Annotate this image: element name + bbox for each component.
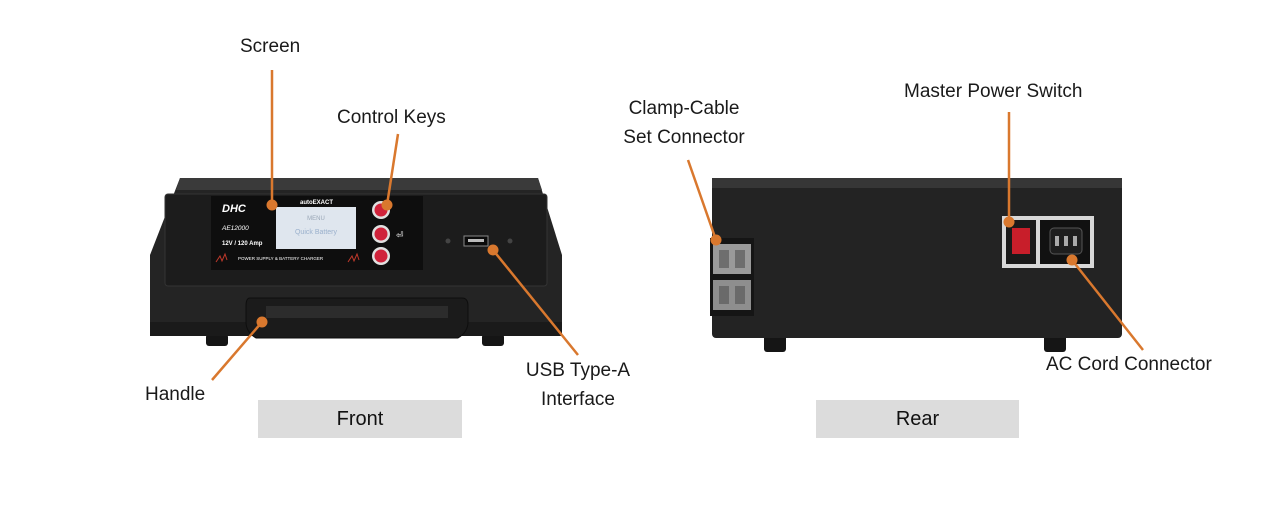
clamp-label-line-1: Clamp-Cable [628, 98, 740, 119]
front-foot-left [206, 334, 228, 346]
front-caption: Front [258, 400, 462, 438]
ac-cord-label: AC Cord Connector [1046, 354, 1212, 375]
callout-lines [211, 70, 1144, 381]
down-key [374, 249, 388, 263]
handle-callout-dot [256, 316, 268, 328]
usb-label-line-2: Interface [541, 389, 615, 410]
control-keys-callout-dot [381, 199, 393, 211]
screen-label: Screen [240, 36, 301, 57]
master-switch-label: Master Power Switch [904, 81, 1083, 102]
control-keys-callout-line [385, 133, 400, 206]
screen-callout-dot [266, 199, 278, 211]
screw-icon [507, 238, 513, 244]
clamp-callout-dot [710, 234, 722, 246]
usb-label-line-1: USB Type-A [525, 360, 631, 381]
rear-view [710, 178, 1122, 352]
lcd-screen [276, 207, 356, 249]
lcd-line-2: Quick Battery [295, 229, 338, 236]
enter-key [374, 227, 388, 241]
rating-text: 12V / 120 Amp [222, 241, 263, 247]
product-line-text: POWER SUPPLY & BATTERY CHARGER [238, 256, 324, 261]
ac-cord-callout-line [1071, 259, 1144, 351]
clamp-connector-top [713, 244, 751, 274]
ac-cord-callout-dot [1066, 254, 1078, 266]
handle-label: Handle [145, 384, 206, 405]
front-view: DHC autoEXACT AE12000 12V / 120 Amp POWE… [150, 178, 562, 346]
clamp-label-line-2: Set Connector [623, 127, 745, 148]
enter-icon: ⏎ [396, 230, 404, 240]
clamp-callout-line [686, 159, 718, 241]
clamp-connector-bottom [713, 280, 751, 310]
series-text: autoEXACT [300, 200, 333, 206]
rear-foot-left [764, 334, 786, 352]
brand-logo: DHC [222, 203, 247, 215]
rear-foot-right [1044, 334, 1066, 352]
clamp-label: Clamp-Cable Set Connector [606, 94, 762, 152]
lcd-line-1: MENU [307, 216, 325, 222]
usb-label: USB Type-A Interface [512, 356, 644, 414]
master-switch-callout-dot [1003, 216, 1015, 228]
usb-callout-dot [487, 244, 499, 256]
model-text: AE12000 [221, 225, 249, 232]
usb-callout-line [492, 249, 579, 356]
handle-callout-line [211, 321, 263, 381]
screw-icon [445, 238, 451, 244]
callout-dots [256, 199, 1078, 328]
control-keys-label: Control Keys [337, 107, 446, 128]
rear-caption: Rear [816, 400, 1019, 438]
front-foot-right [482, 334, 504, 346]
